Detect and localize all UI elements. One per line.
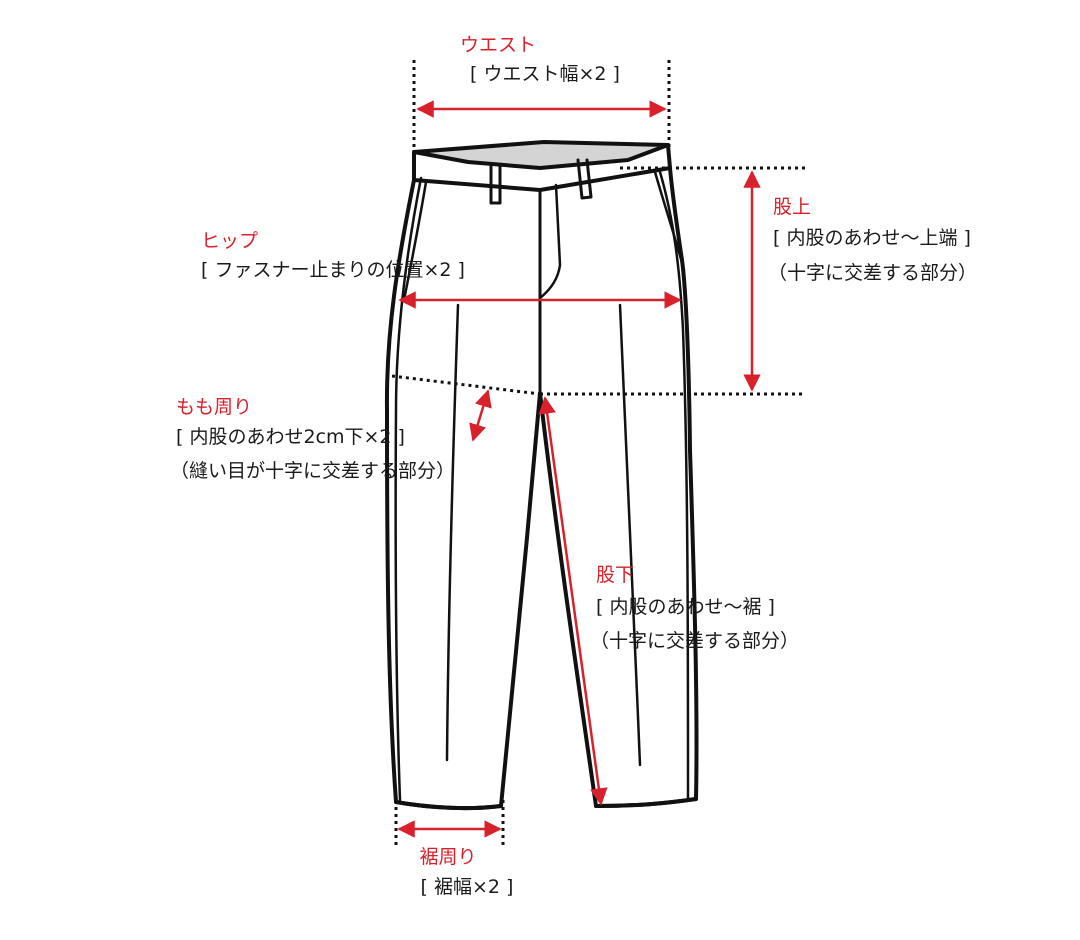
fly-stitch — [538, 183, 562, 300]
crease-right — [618, 303, 642, 767]
thigh-guide — [391, 374, 541, 396]
outer-seam-left — [394, 176, 423, 802]
rise-note: [ 内股のあわせ〜上端 ] — [773, 227, 971, 249]
hem-left — [394, 800, 503, 811]
measure-arrows — [397, 100, 761, 838]
guide-lines — [391, 60, 806, 848]
rise-sub: （十字に交差する部分） — [768, 262, 978, 284]
thigh-title: もも周り — [176, 396, 253, 418]
hem-note: [ 裾幅×2 ] — [420, 876, 514, 898]
pocket-left — [402, 180, 428, 302]
inseam-sub: （十字に交差する部分） — [590, 630, 800, 652]
inseam-title: 股下 — [596, 564, 635, 586]
inseam-arrow — [538, 396, 608, 806]
crease-left — [445, 303, 460, 762]
waist-note: [ ウエスト幅×2 ] — [470, 63, 620, 85]
belt-loop-left — [489, 162, 502, 205]
hip-note: [ ファスナー止まりの位置×2 ] — [201, 259, 465, 281]
pocket-right — [653, 170, 686, 272]
hem-title: 裾周り — [419, 846, 477, 868]
thigh-sub: （縫い目が十字に交差する部分） — [170, 460, 456, 482]
belt-loop-right — [576, 158, 593, 200]
thigh-note: [ 内股のあわせ2cm下×2 ] — [176, 426, 405, 448]
thigh-arrow — [469, 389, 492, 442]
hem-right — [594, 797, 698, 808]
waistband-inside — [412, 140, 670, 170]
rise-title: 股上 — [773, 196, 812, 218]
hip-title: ヒップ — [201, 230, 259, 252]
inseam-note: [ 内股のあわせ〜裾 ] — [596, 596, 775, 618]
waist-title: ウエスト — [459, 34, 537, 56]
